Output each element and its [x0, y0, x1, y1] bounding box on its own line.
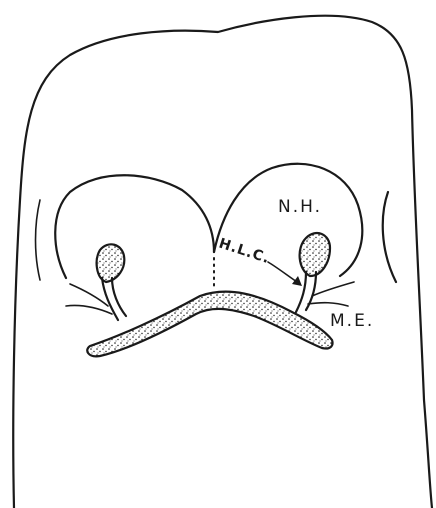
right-branch-upper: [312, 282, 354, 296]
right-hemisphere: [214, 164, 362, 276]
left-vesicle: [97, 244, 125, 282]
stippled-band: [87, 292, 332, 357]
label-nh: N.H.: [278, 197, 322, 217]
right-vesicle: [300, 233, 330, 276]
label-me: M.E.: [330, 311, 374, 331]
label-hlc: H.L.C.: [217, 236, 272, 268]
left-stalk-inner: [112, 278, 126, 316]
left-lateral-mark: [36, 200, 41, 280]
head-outline: [13, 16, 432, 508]
right-branch-lower: [308, 303, 348, 306]
left-hemisphere: [55, 175, 214, 278]
left-branch-upper: [70, 284, 108, 306]
hlc-arrowhead: [292, 276, 302, 286]
right-lateral-mark: [383, 192, 396, 282]
left-branch-lower: [66, 305, 112, 314]
